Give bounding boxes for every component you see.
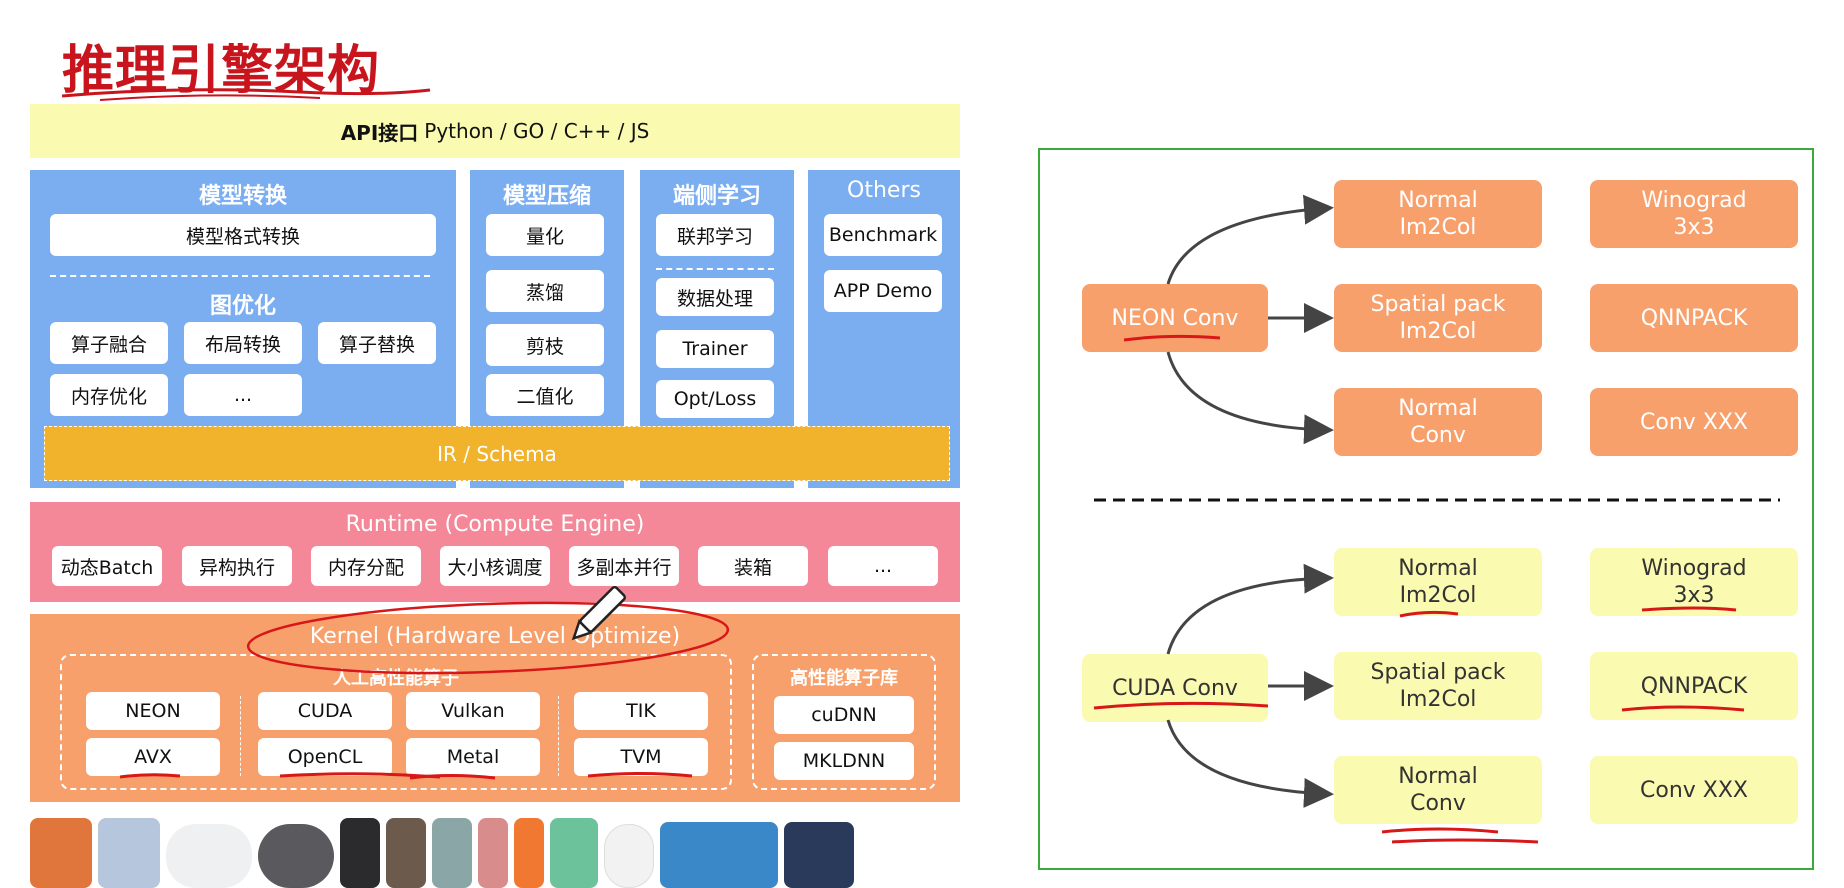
cuda-normal-conv-node: Normal Conv xyxy=(1334,756,1542,824)
cudnn-box: cuDNN xyxy=(774,696,914,734)
cuda-winograd-node: Winograd 3x3 xyxy=(1590,548,1798,616)
watch-icon xyxy=(432,818,472,888)
runtime-header: Runtime (Compute Engine) xyxy=(345,512,645,537)
neon-arrows xyxy=(1166,194,1334,445)
distillation-box: 蒸馏 xyxy=(486,270,604,312)
neon-normal-conv-node: Normal Conv xyxy=(1334,388,1542,456)
kernel-header: Kernel (Hardware Level Optimize) xyxy=(309,624,681,649)
more-box: ... xyxy=(184,374,302,416)
api-label: API接口 xyxy=(340,120,419,145)
cuda-box: CUDA xyxy=(258,692,392,730)
phone-icon xyxy=(98,818,160,888)
library-ops-group xyxy=(752,654,936,790)
neon-winograd-node: Winograd 3x3 xyxy=(1590,180,1798,248)
others-header: Others xyxy=(847,178,921,203)
trainer-box: Trainer xyxy=(656,330,774,368)
neon-conv-xxx-node: Conv XXX xyxy=(1590,388,1798,456)
opt-loss-box: Opt/Loss xyxy=(656,380,774,418)
cuda-conv-node: CUDA Conv xyxy=(1082,654,1268,722)
manual-ops-group xyxy=(60,654,732,790)
api-bar: API接口 Python / GO / C++ / JS xyxy=(30,104,960,158)
graph-opt-header: 图优化 xyxy=(209,294,276,319)
neon-qnnpack-node: QNNPACK xyxy=(1590,284,1798,352)
boxing-box: 装箱 xyxy=(698,546,808,586)
api-languages: Python / GO / C++ / JS xyxy=(424,119,650,143)
mkldnn-box: MKLDNN xyxy=(774,742,914,780)
cuda-qnnpack-node: QNNPACK xyxy=(1590,652,1798,720)
federated-learning-box: 联邦学习 xyxy=(656,214,774,256)
right-diagram-frame xyxy=(1038,148,1814,870)
tablet-icon xyxy=(660,822,778,888)
cuda-conv-xxx-node: Conv XXX xyxy=(1590,756,1798,824)
neon-box: NEON xyxy=(86,692,220,730)
format-conversion-box: 模型格式转换 xyxy=(50,214,436,256)
tvm-box: TVM xyxy=(574,738,708,776)
right-annotations xyxy=(1093,334,1745,844)
divider xyxy=(50,275,430,277)
model-compression-header: 模型压缩 xyxy=(502,184,591,209)
divider xyxy=(240,696,241,776)
pen-icon xyxy=(571,586,626,641)
library-ops-header: 高性能算子库 xyxy=(790,668,898,689)
op-replacement-box: 算子替换 xyxy=(318,322,436,364)
title-underline xyxy=(61,88,431,101)
ir-schema-bar: IR / Schema xyxy=(44,426,950,481)
data-processing-box: 数据处理 xyxy=(656,278,774,316)
binarization-box: 二值化 xyxy=(486,374,604,416)
edge-learning-header: 端侧学习 xyxy=(672,184,761,209)
opencl-box: OpenCL xyxy=(258,738,392,776)
devices-row xyxy=(30,818,960,888)
tablet-icon xyxy=(784,822,854,888)
tik-box: TIK xyxy=(574,692,708,730)
watch-icon xyxy=(340,818,380,888)
neon-spatial-pack-node: Spatial pack Im2Col xyxy=(1334,284,1542,352)
big-little-core-box: 大小核调度 xyxy=(440,546,550,586)
speaker-icon xyxy=(604,824,654,888)
right-diagram-connectors xyxy=(1093,194,1780,844)
neon-conv-node: NEON Conv xyxy=(1082,284,1268,352)
metal-box: Metal xyxy=(406,738,540,776)
vulkan-box: Vulkan xyxy=(406,692,540,730)
divider xyxy=(656,268,774,270)
cuda-normal-im2col-node: Normal Im2Col xyxy=(1334,548,1542,616)
benchmark-box: Benchmark xyxy=(824,214,942,256)
band-icon xyxy=(478,818,508,888)
avx-box: AVX xyxy=(86,738,220,776)
layout-conversion-box: 布局转换 xyxy=(184,322,302,364)
memory-alloc-box: 内存分配 xyxy=(311,546,421,586)
cuda-spatial-pack-node: Spatial pack Im2Col xyxy=(1334,652,1542,720)
band-icon xyxy=(514,818,544,888)
pruning-box: 剪枝 xyxy=(486,324,604,366)
heterogeneous-exec-box: 异构执行 xyxy=(182,546,292,586)
app-demo-box: APP Demo xyxy=(824,270,942,312)
dynamic-batch-box: 动态Batch xyxy=(52,546,162,586)
watch-icon xyxy=(386,818,426,888)
runtime-more-box: ... xyxy=(828,546,938,586)
band-icon xyxy=(550,818,598,888)
neon-normal-im2col-node: Normal Im2Col xyxy=(1334,180,1542,248)
earbuds-icon xyxy=(258,824,334,888)
multi-replica-box: 多副本并行 xyxy=(569,546,679,586)
cuda-arrows xyxy=(1166,563,1334,808)
quantization-box: 量化 xyxy=(486,214,604,256)
op-fusion-box: 算子融合 xyxy=(50,322,168,364)
divider xyxy=(558,696,559,776)
memory-opt-box: 内存优化 xyxy=(50,374,168,416)
left-annotations xyxy=(119,601,730,780)
earbuds-icon xyxy=(166,824,252,888)
phone-icon xyxy=(30,818,92,888)
model-conversion-header: 模型转换 xyxy=(198,184,287,209)
